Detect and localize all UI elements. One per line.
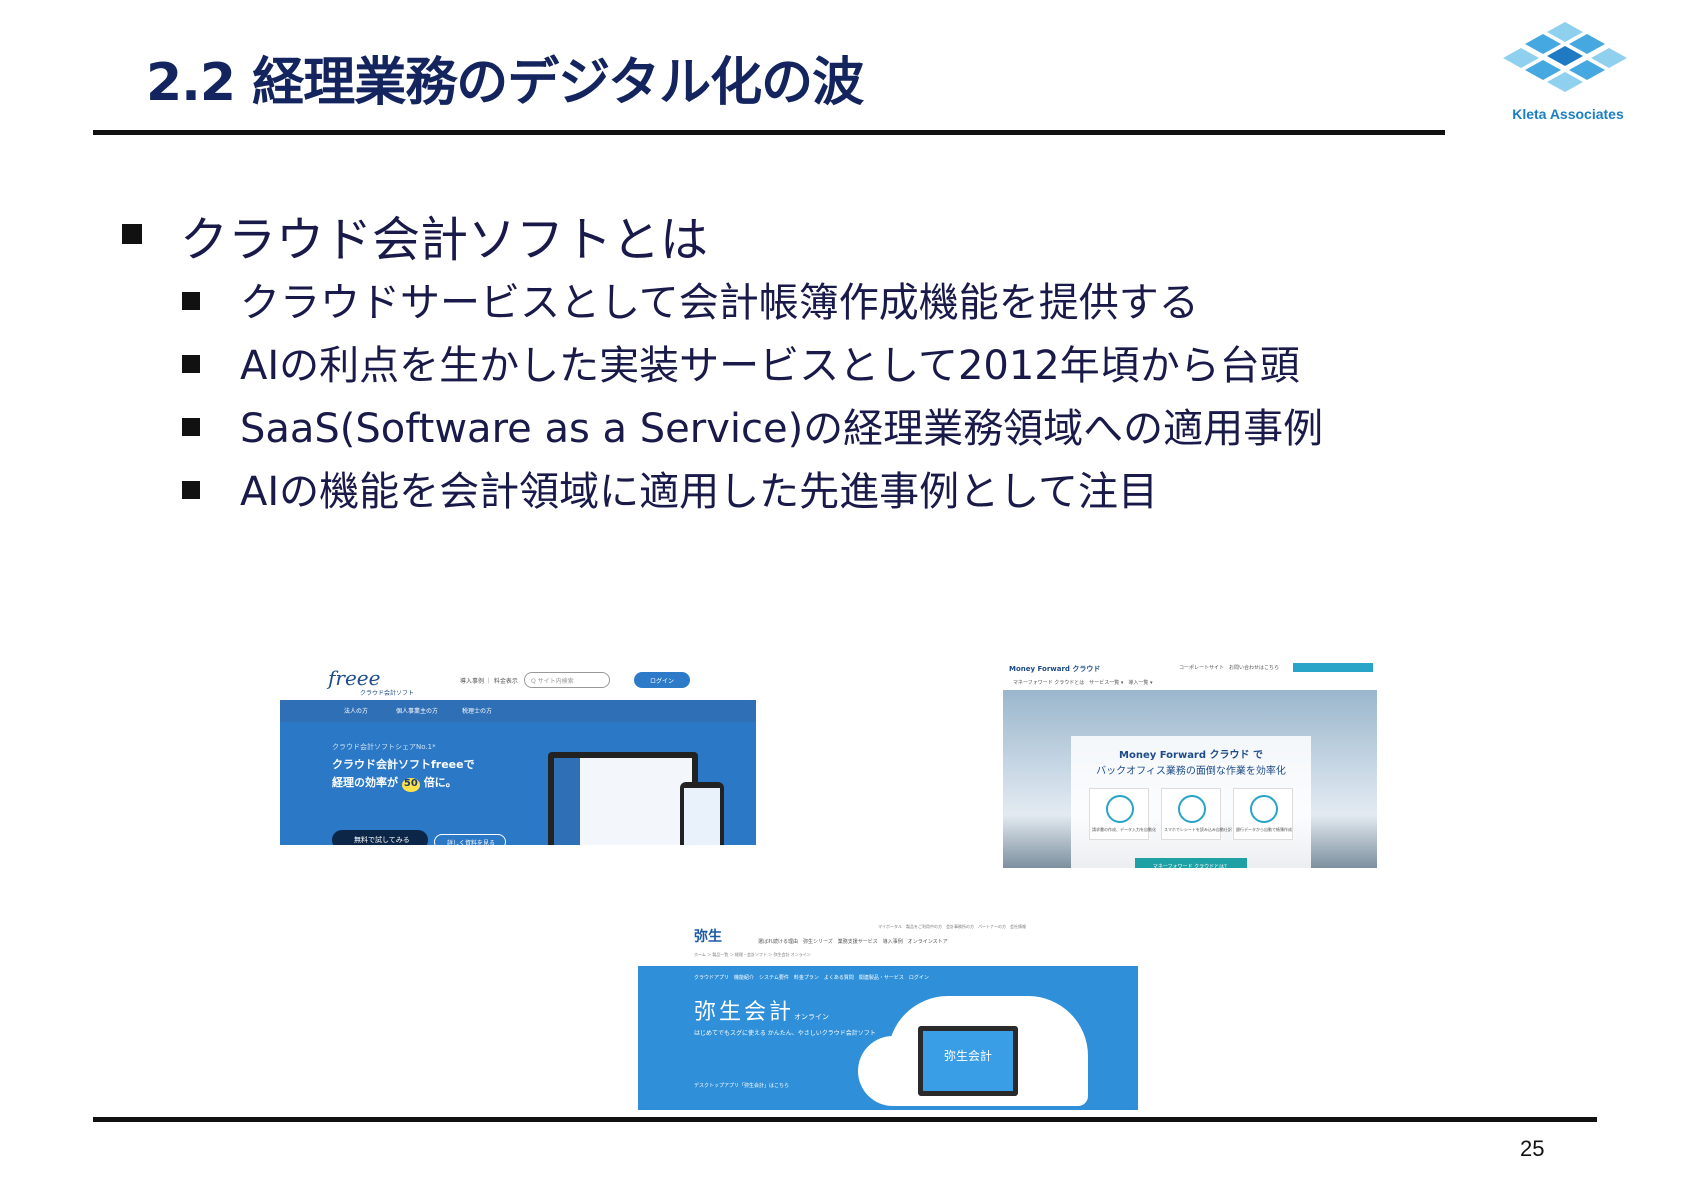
yayoi-hero: クラウドアプリ 機能紹介 システム要件 料金プラン よくある質問 関連製品・サー… <box>638 966 1138 1110</box>
mf-hero-photo: Money Forward クラウド で バックオフィス業務の面倒な作業を効率化… <box>1003 690 1377 868</box>
title-divider <box>93 130 1445 135</box>
freee-cta-secondary: 詳しく資料を見る <box>434 834 506 845</box>
freee-nav: 法人の方 個人事業主の方 税理士の方 <box>280 700 756 722</box>
monitor-icon: 弥生会計 <box>918 1026 1018 1096</box>
freee-login: ログイン <box>634 672 690 688</box>
mf-header: Money Forward クラウド マネーフォワード クラウドとは サービス一… <box>1003 660 1377 690</box>
bullet-sub-1: クラウドサービスとして会計帳簿作成機能を提供する <box>182 270 1199 328</box>
mf-feature: 請求書の作成、データ入力を自動化 <box>1089 788 1156 840</box>
mf-feature: 銀行データから自動で帳簿作成 <box>1233 788 1293 840</box>
square-bullet-icon <box>182 355 200 373</box>
square-bullet-icon <box>182 481 200 499</box>
freee-hero-line2: 経理の効率が 50 倍に。 <box>332 774 457 792</box>
cloud-icon <box>1250 795 1278 823</box>
yayoi-product-desc: はじめてでもスグに使える かんたん、やさしいクラウド会計ソフト <box>694 1030 876 1037</box>
mf-logo: Money Forward クラウド <box>1009 665 1101 673</box>
yayoi-nav: 選ばれ続ける理由 弥生シリーズ 業務支援サービス 導入事例 オンラインストア <box>758 939 948 945</box>
mf-header-button <box>1293 663 1373 672</box>
phone-icon <box>680 782 724 845</box>
freee-screenshot: freee クラウド会計ソフト 導入事例 ｜ 料金表示 Q サイト内検索 ログイ… <box>280 660 756 845</box>
bullet-sub-3: SaaS(Software as a Service)の経理業務領域への適用事例 <box>182 396 1323 454</box>
logo-text: Kleta Associates <box>1512 106 1624 122</box>
yayoi-screenshot: 弥生 マイポータル 製品をご利用中の方 会計事務所の方 パートナーの方 会社情報… <box>638 920 1138 1110</box>
smartphone-icon <box>1178 795 1206 823</box>
freee-cta-primary: 無料で試してみる <box>332 830 428 845</box>
kleta-logo: Kleta Associates <box>1495 20 1635 125</box>
bullet-sub-4: AIの機能を会計領域に適用した先進事例として注目 <box>182 459 1158 517</box>
freee-badge: 50 <box>401 778 420 792</box>
bullet-main: クラウド会計ソフトとは <box>122 200 708 270</box>
yayoi-breadcrumb: ホーム ＞ 製品一覧 ＞ 経理・会計ソフト ＞ 弥生会計 オンライン <box>694 952 811 957</box>
freee-hero: クラウド会計ソフトシェアNo.1* クラウド会計ソフトfreeeで 経理の効率が… <box>280 722 756 845</box>
square-bullet-icon <box>122 224 142 244</box>
freee-header: freee クラウド会計ソフト 導入事例 ｜ 料金表示 Q サイト内検索 ログイ… <box>280 660 756 700</box>
yayoi-links: デスクトップアプリ「弥生会計」はこちら <box>694 1083 790 1089</box>
document-icon <box>1106 795 1134 823</box>
moneyforward-screenshot: Money Forward クラウド マネーフォワード クラウドとは サービス一… <box>1003 660 1377 868</box>
freee-header-links: 導入事例 ｜ 料金表示 <box>460 678 518 685</box>
yayoi-top-links: マイポータル 製品をご利用中の方 会計事務所の方 パートナーの方 会社情報 <box>878 924 1026 929</box>
freee-hero-small: クラウド会計ソフトシェアNo.1* <box>332 743 436 751</box>
laptop-icon <box>548 752 698 845</box>
yayoi-product-name: 弥生会計オンライン <box>694 1000 830 1025</box>
mf-feature: スマホでレシートを読み込み自動仕訳 <box>1161 788 1232 840</box>
diamond-logo-icon <box>1503 22 1627 92</box>
mf-cta: マネーフォワード クラウドとは？ <box>1135 858 1247 868</box>
square-bullet-icon <box>182 418 200 436</box>
page-number: 25 <box>1520 1136 1545 1161</box>
freee-nav-item: 個人事業主の方 <box>396 708 439 715</box>
bottom-divider <box>93 1117 1597 1122</box>
square-bullet-icon <box>182 292 200 310</box>
bullet-sub-2: AIの利点を生かした実装サービスとして2012年頃から台頭 <box>182 333 1300 391</box>
freee-hero-line1: クラウド会計ソフトfreeeで <box>332 758 475 771</box>
mf-card-title: Money Forward クラウド で <box>1119 750 1263 761</box>
freee-logo-sub: クラウド会計ソフト <box>360 690 415 697</box>
freee-search: Q サイト内検索 <box>524 672 610 688</box>
yayoi-tabs: クラウドアプリ 機能紹介 システム要件 料金プラン よくある質問 関連製品・サー… <box>694 975 929 981</box>
freee-nav-item: 税理士の方 <box>462 708 493 715</box>
freee-logo: freee <box>328 666 381 690</box>
mf-nav: マネーフォワード クラウドとは サービス一覧 ▾ 導入一覧 ▾ <box>1013 680 1153 686</box>
mf-links: コーポレートサイト お問い合わせはこちら <box>1179 665 1280 671</box>
yayoi-logo: 弥生 <box>694 929 722 945</box>
slide-title: 2.2 経理業務のデジタル化の波 <box>146 53 864 113</box>
mf-card-sub: バックオフィス業務の面倒な作業を効率化 <box>1096 766 1286 777</box>
freee-nav-item: 法人の方 <box>344 708 369 715</box>
mf-card: Money Forward クラウド で バックオフィス業務の面倒な作業を効率化… <box>1071 736 1311 868</box>
